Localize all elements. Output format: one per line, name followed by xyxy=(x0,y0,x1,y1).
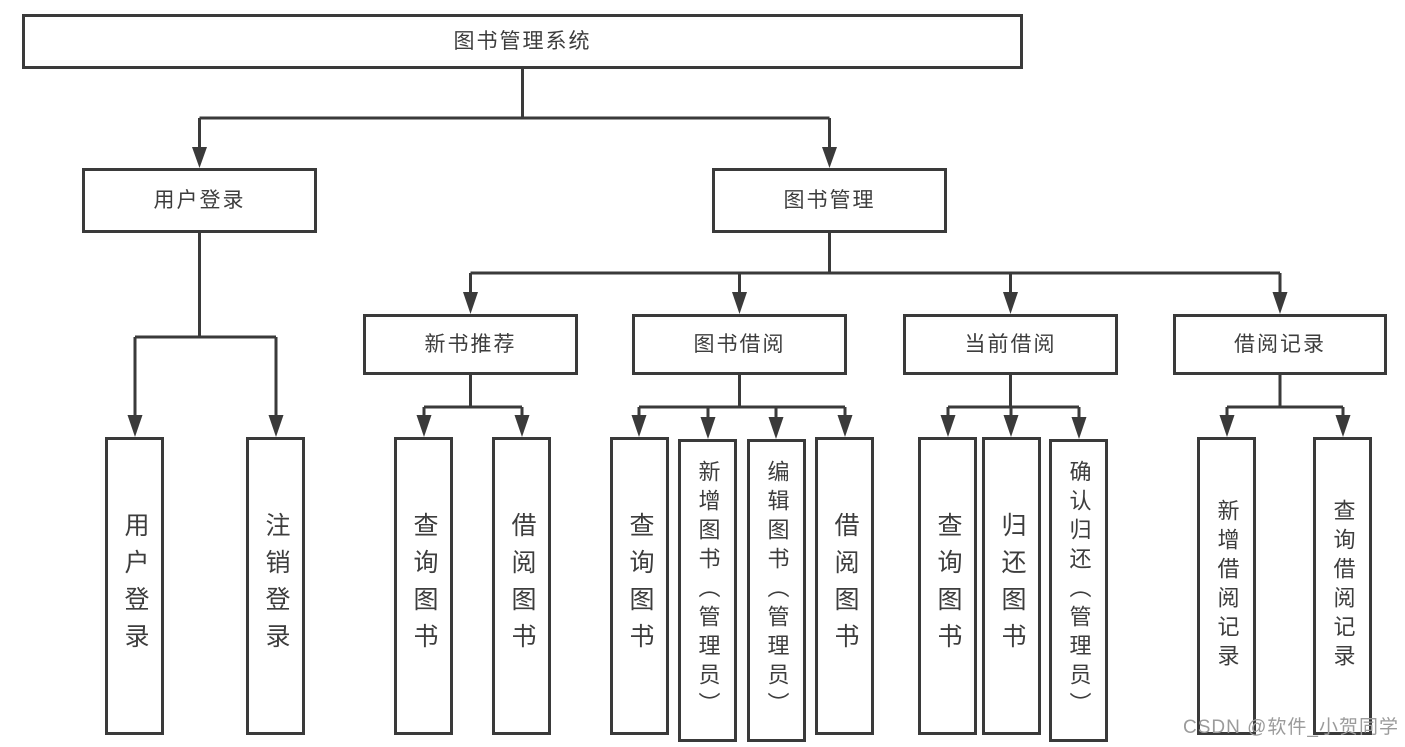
connector-book-management-split xyxy=(463,233,1288,314)
node-current-borrow: 当前借阅 xyxy=(903,314,1118,375)
node-root: 图书管理系统 xyxy=(22,14,1023,69)
leaf-current-query: 查询图书 xyxy=(918,437,977,735)
node-book-borrow: 图书借阅 xyxy=(632,314,847,375)
leaf-newbook-borrow: 借阅图书 xyxy=(492,437,551,735)
node-new-book-rec: 新书推荐 xyxy=(363,314,578,375)
leaf-current-return: 归还图书 xyxy=(982,437,1041,735)
csdn-watermark: CSDN @软件_小贺同学 xyxy=(1183,717,1399,738)
connector-book-borrow-split xyxy=(631,375,853,439)
leaf-borrow-query: 查询图书 xyxy=(610,437,669,735)
leaf-newbook-query: 查询图书 xyxy=(394,437,453,735)
connector-current-borrow-split xyxy=(940,375,1087,439)
node-borrow-record: 借阅记录 xyxy=(1173,314,1387,375)
leaf-borrow-add-admin: 新增图书（管理员） xyxy=(678,439,737,742)
leaf-borrow-edit-admin: 编辑图书（管理员） xyxy=(747,439,806,742)
node-book-management: 图书管理 xyxy=(712,168,947,233)
leaf-record-query: 查询借阅记录 xyxy=(1313,437,1372,735)
connector-root-split xyxy=(192,69,837,168)
connector-new-book-split xyxy=(416,375,530,437)
leaf-current-confirm-admin: 确认归还（管理员） xyxy=(1049,439,1108,742)
connector-user-login-split xyxy=(127,233,284,437)
leaf-borrow-book: 借阅图书 xyxy=(815,437,874,735)
leaf-user-login: 用户登录 xyxy=(105,437,164,735)
leaf-record-add: 新增借阅记录 xyxy=(1197,437,1256,735)
connector-borrow-record-split xyxy=(1219,375,1351,437)
node-user-login: 用户登录 xyxy=(82,168,317,233)
leaf-logout: 注销登录 xyxy=(246,437,305,735)
